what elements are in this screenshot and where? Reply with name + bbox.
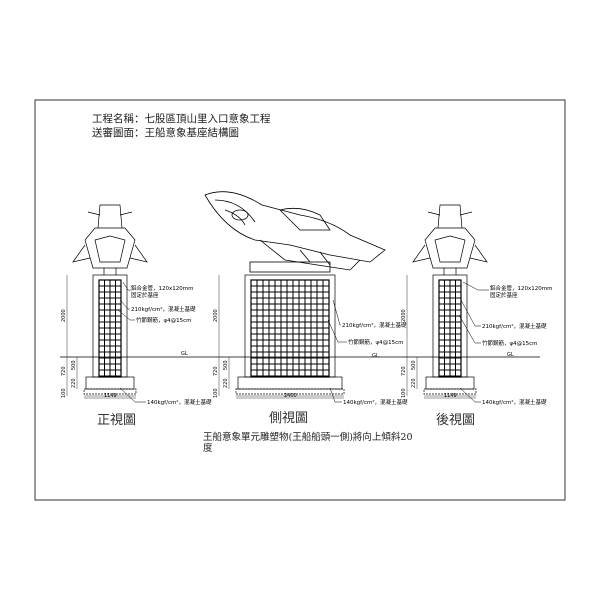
dim-500: 500 — [71, 360, 77, 370]
dim-2000: 2000 — [213, 309, 219, 322]
boat-sculpture — [204, 191, 386, 273]
dim-width: 1149 — [104, 393, 117, 399]
dim-100: 100 — [401, 388, 407, 398]
dim-220: 220 — [71, 378, 77, 388]
dim-720: 720 — [213, 366, 219, 376]
drawing-name: 送審圖面：王船意象基座結構圖 — [92, 126, 239, 139]
sculpture-top — [412, 204, 488, 275]
dim-500: 500 — [223, 360, 229, 370]
side-view — [218, 274, 347, 403]
sculpture-top — [72, 204, 148, 275]
dim-2000: 2000 — [61, 309, 67, 322]
sheet-frame — [34, 99, 566, 501]
dim-500: 500 — [411, 360, 417, 370]
back-view — [406, 204, 489, 403]
dim-100: 100 — [213, 388, 219, 398]
dim-width: 1149 — [444, 393, 457, 399]
project-name: 工程名稱：七股區頂山里入口意象工程 — [92, 112, 271, 125]
dim-220: 220 — [223, 378, 229, 388]
front-view — [66, 204, 148, 403]
dim-720: 720 — [61, 366, 67, 376]
dim-2000: 2000 — [401, 309, 407, 322]
dim-720: 720 — [401, 366, 407, 376]
dim-220: 220 — [411, 378, 417, 388]
dim-width: 2400 — [284, 393, 297, 399]
dim-100: 100 — [61, 388, 67, 398]
